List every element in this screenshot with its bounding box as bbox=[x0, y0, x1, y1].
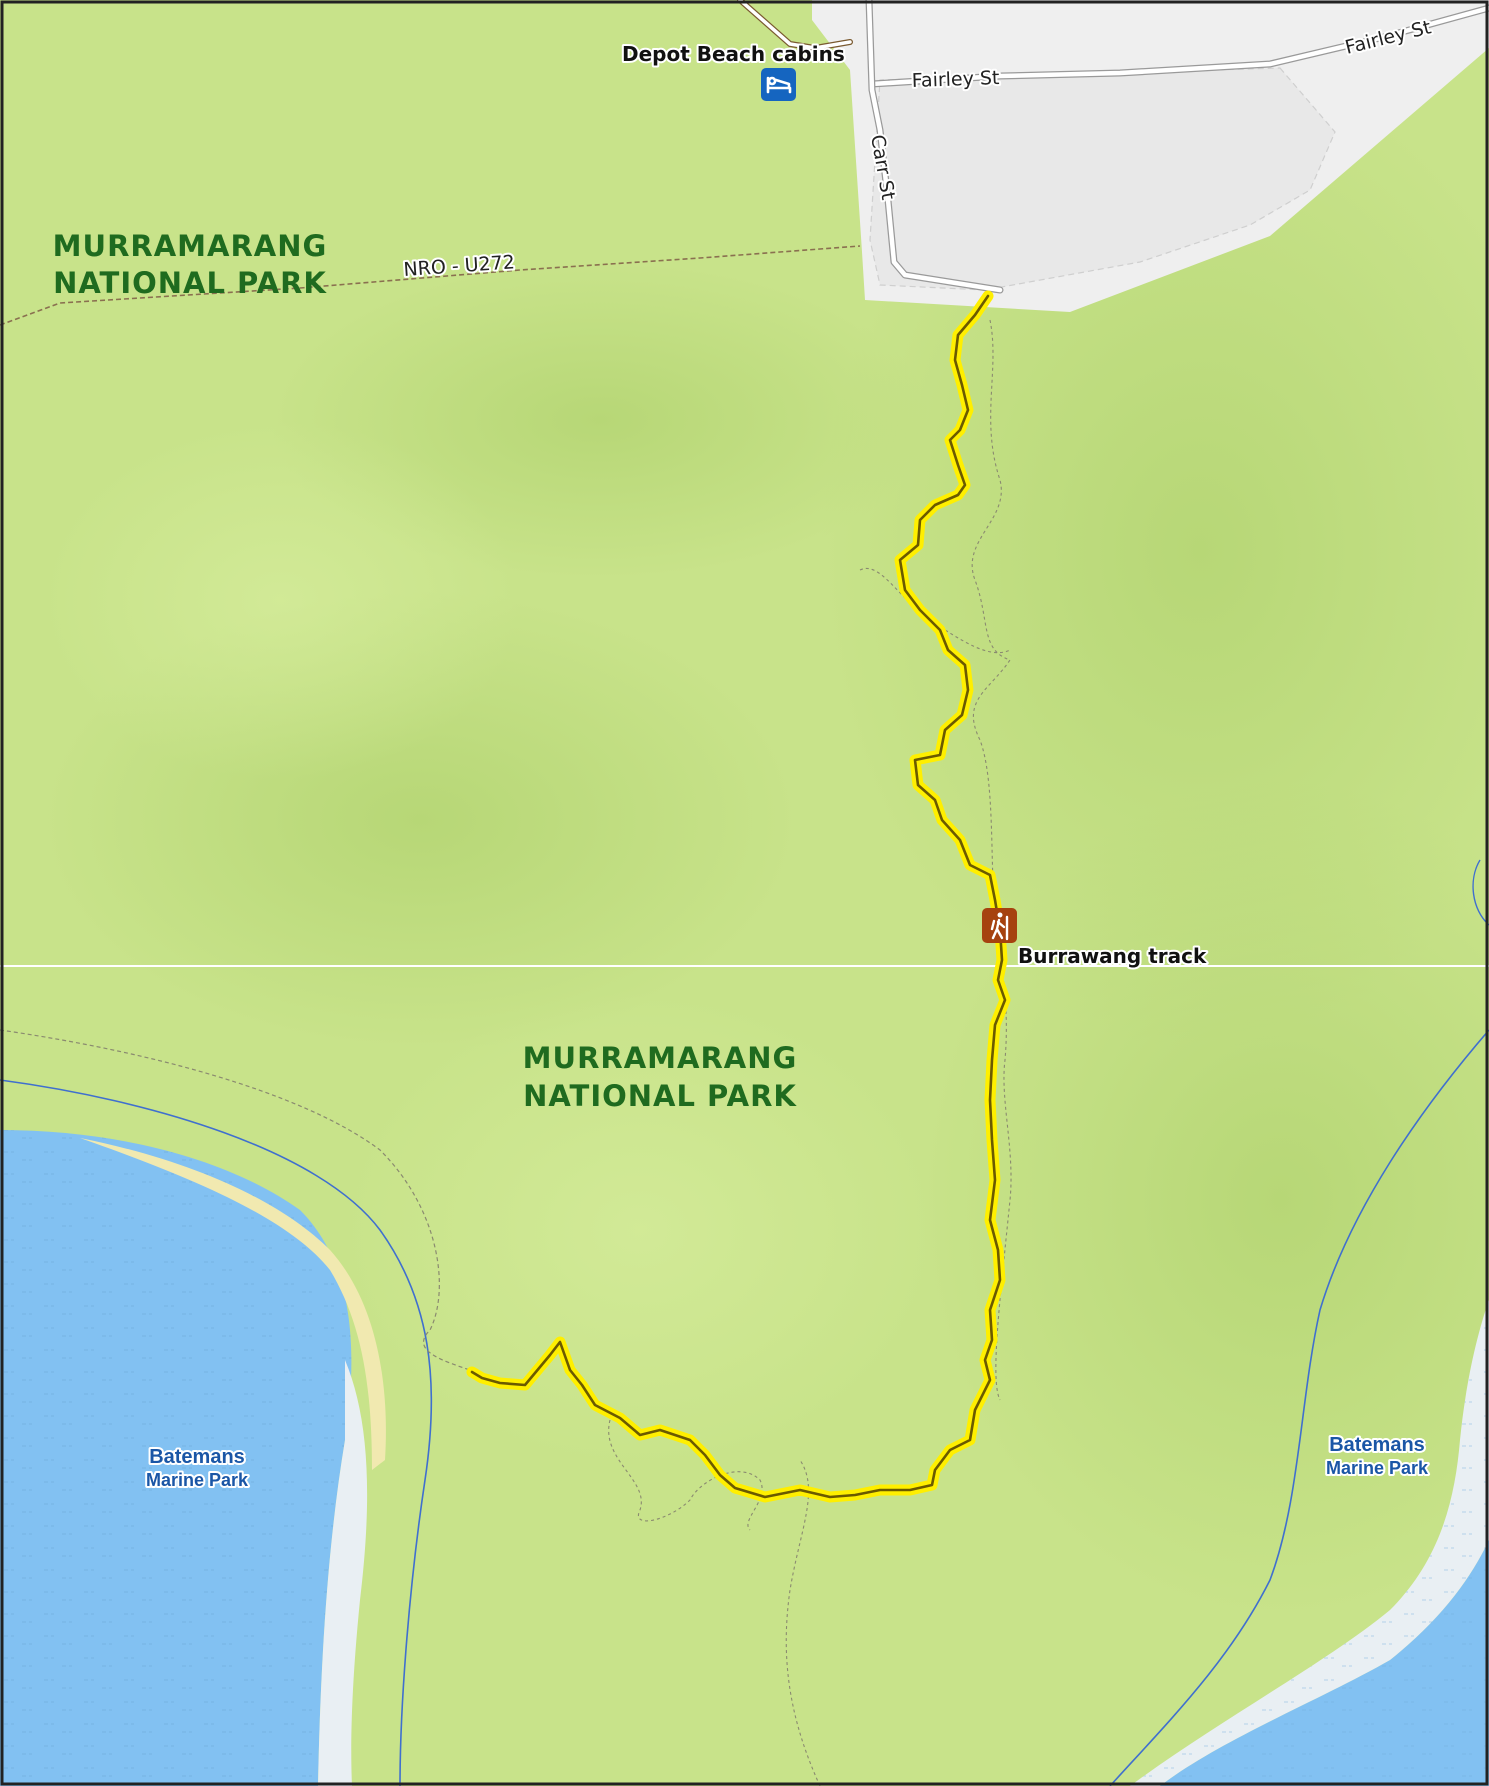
dashed-boundary bbox=[0, 1029, 471, 1371]
marine-label-west-line2: Marine Park bbox=[146, 1470, 249, 1490]
marine-label-east: Batemans bbox=[1329, 1434, 1425, 1456]
road-fairley-st-fill bbox=[869, 5, 1489, 87]
terrain-shade bbox=[920, 780, 1489, 1620]
marine-label-east-line2: Marine Park bbox=[1326, 1458, 1429, 1478]
marine-park-boundary bbox=[1109, 1029, 1489, 1786]
poi-label-cabins: Depot Beach cabins bbox=[622, 42, 845, 66]
poi-depot-beach-cabins[interactable]: Depot Beach cabins bbox=[620, 40, 847, 101]
terrain-highlight bbox=[40, 420, 520, 780]
road-cabins-access-fill bbox=[738, 0, 852, 50]
dashed-trail bbox=[785, 1459, 821, 1786]
west-bay-water bbox=[0, 1130, 352, 1786]
hiker-icon[interactable] bbox=[982, 908, 1017, 943]
track-line bbox=[470, 294, 1007, 1499]
marine-label-west: Batemans bbox=[149, 1446, 245, 1468]
marine-park-boundary bbox=[0, 1079, 433, 1786]
poi-label-burrawang-track: Burrawang track bbox=[1018, 944, 1207, 968]
bed-icon[interactable] bbox=[761, 68, 796, 101]
park-label-north: MURRAMARANG bbox=[53, 229, 328, 263]
urban-block bbox=[869, 67, 1336, 291]
dashed-trail bbox=[859, 567, 1011, 654]
park-label-south: MURRAMARANG bbox=[523, 1041, 798, 1075]
fire-trail-u272 bbox=[0, 245, 861, 326]
park-label-north-line2: NATIONAL PARK bbox=[53, 266, 327, 300]
road-label-fairley-west: Fairley St bbox=[911, 67, 999, 92]
bed-icon-glyph bbox=[766, 76, 792, 94]
road-carr-st-fill bbox=[866, 0, 1003, 293]
hiker-icon-glyph bbox=[990, 912, 1009, 941]
coastline bbox=[1472, 859, 1489, 926]
terrain-highlight bbox=[340, 990, 940, 1470]
poi-burrawang-track[interactable]: Burrawang track bbox=[982, 908, 1209, 970]
east-intertidal bbox=[1130, 1300, 1489, 1786]
park-label-south-line2: NATIONAL PARK bbox=[523, 1079, 797, 1113]
west-intertidal bbox=[318, 1360, 368, 1786]
burrawang-track-route[interactable] bbox=[466, 290, 1011, 1503]
